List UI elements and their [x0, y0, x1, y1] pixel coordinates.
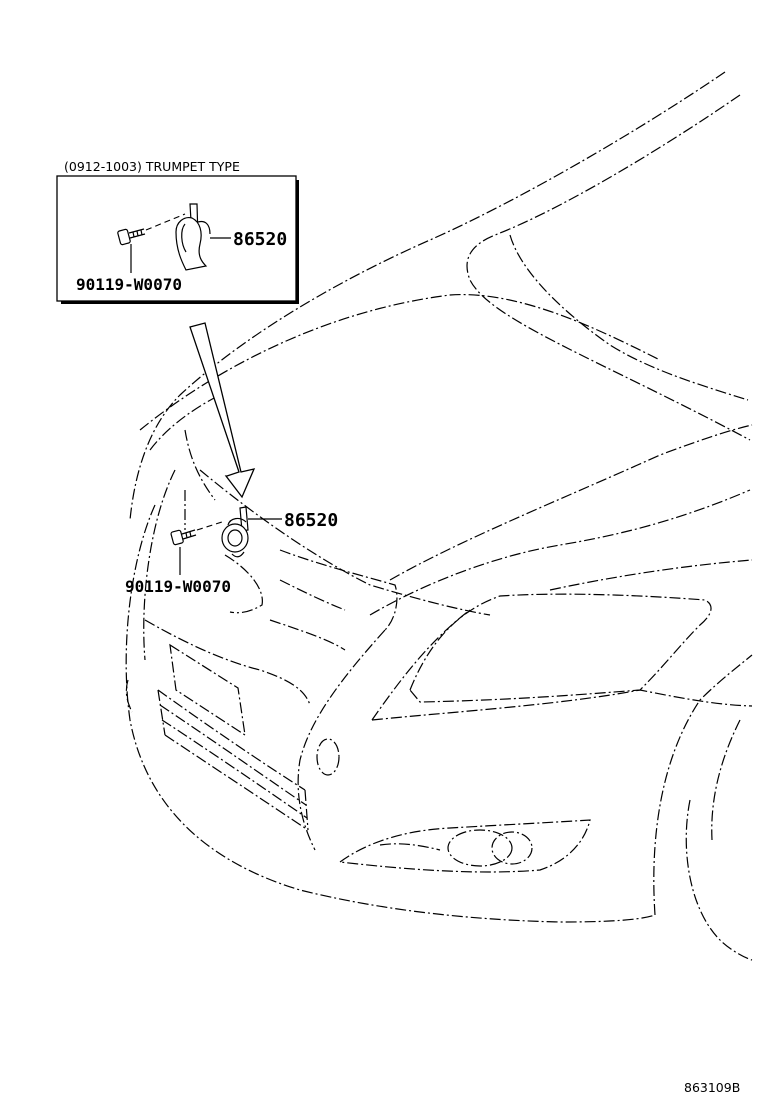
vehicle-front-outline [125, 71, 753, 961]
inset-trumpet-horn [175, 203, 211, 271]
main-horn-assembly: 86520 90119-W0070 [125, 506, 338, 596]
location-arrow [189, 322, 256, 499]
inset-bolt [117, 228, 146, 246]
inset-bolt-part-number[interactable]: 90119-W0070 [76, 275, 182, 294]
main-bolt [170, 529, 197, 546]
main-horn-part-number[interactable]: 86520 [284, 510, 338, 531]
inset-trumpet-type: (0912-1003) TRUMPET TYPE 86520 90119-W00… [56, 159, 299, 304]
figure-id: 863109B [684, 1080, 740, 1095]
inset-horn-part-number[interactable]: 86520 [233, 229, 287, 250]
main-horn [221, 506, 249, 558]
inset-caption: (0912-1003) TRUMPET TYPE [64, 159, 240, 174]
main-bolt-part-number[interactable]: 90119-W0070 [125, 577, 231, 596]
